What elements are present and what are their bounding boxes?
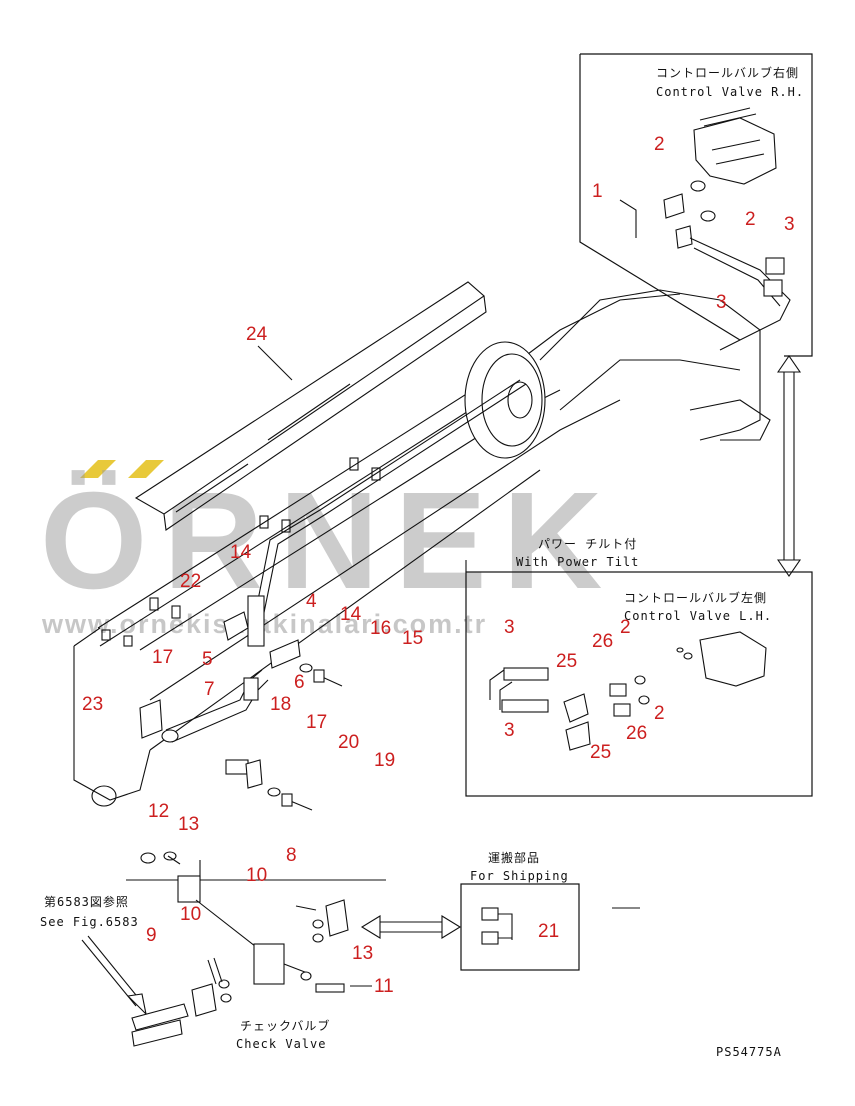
callout-number: 10 <box>246 865 267 886</box>
callout-number: 9 <box>146 925 157 946</box>
main-frame <box>97 293 681 629</box>
watermark: ÖRNEK www.ornekismakinalari.com.tr <box>40 460 618 639</box>
callout-number: 3 <box>784 214 795 235</box>
inset-rh-title-en: Control Valve R.H. <box>656 85 804 99</box>
callout-number: 26 <box>626 723 647 744</box>
callout-number: 22 <box>180 571 201 592</box>
drawing-number: PS54775A <box>716 1045 782 1059</box>
inset-control-valve-lh: パワー チルト付 With Power Tilt コントロールバルブ左側 Con… <box>465 537 813 797</box>
callout-number: 8 <box>286 845 297 866</box>
callout-number: 1 <box>592 181 603 202</box>
callout-number: 12 <box>148 801 169 822</box>
callout-number: 3 <box>504 720 515 741</box>
callout-number: 4 <box>306 591 317 612</box>
callout-number: 25 <box>556 651 577 672</box>
inset-lh-header-jp: パワー チルト付 <box>538 537 637 551</box>
callout-number: 10 <box>180 904 201 925</box>
callout-number: 14 <box>340 604 362 625</box>
callout-number: 21 <box>538 921 559 942</box>
callout-number: 3 <box>504 617 515 638</box>
watermark-brand: ÖRNEK <box>40 464 618 618</box>
callout-number: 16 <box>370 618 391 639</box>
watermark-accent-dot-left <box>80 460 116 478</box>
callout-number: 19 <box>374 750 395 771</box>
inset-rh-title-jp: コントロールバルブ右側 <box>656 65 799 80</box>
callout-number: 26 <box>592 631 613 652</box>
watermark-accent-dot-right <box>128 460 164 478</box>
callout-number: 2 <box>654 134 665 155</box>
callout-number: 2 <box>745 209 756 230</box>
main-assembly-drawing <box>73 281 771 1047</box>
callout-number: 23 <box>82 694 103 715</box>
callout-number: 2 <box>654 703 665 724</box>
callout-number: 6 <box>294 672 305 693</box>
inset-lh-border <box>465 571 813 797</box>
see-fig-caption-en: See Fig.6583 <box>40 915 139 929</box>
callout-number: 18 <box>270 694 291 715</box>
callout-number: 15 <box>402 628 423 649</box>
callout-number: 17 <box>152 647 173 668</box>
callout-number: 5 <box>202 649 213 670</box>
callout-number: 3 <box>716 292 727 313</box>
callout-number: 25 <box>590 742 611 763</box>
callout-number: 17 <box>306 712 327 733</box>
check-valve-caption-en: Check Valve <box>236 1037 326 1051</box>
callout-number: 7 <box>204 679 215 700</box>
check-valve <box>253 943 285 985</box>
inset-control-valve-rh: コントロールバルブ右側 Control Valve R.H. <box>579 53 813 357</box>
double-arrow-horizontal <box>360 915 462 939</box>
callout-number: 11 <box>374 976 394 997</box>
inset-shipping-border <box>460 883 580 971</box>
callout-labels: 1 2 2 3 3 24 14 22 4 14 16 15 5 17 7 6 1… <box>82 134 795 997</box>
inset-for-shipping: 運搬部品 For Shipping <box>460 850 580 971</box>
callout-number: 13 <box>178 814 199 835</box>
see-fig-caption-jp: 第6583図参照 <box>44 894 129 909</box>
trunnion-flange <box>464 341 546 459</box>
callout-number: 13 <box>352 943 373 964</box>
callout-number: 2 <box>620 617 631 638</box>
double-arrow-vertical <box>776 355 802 577</box>
check-valve-caption-jp: チェックバルブ <box>240 1018 330 1033</box>
inset-shipping-title-en: For Shipping <box>470 869 569 883</box>
callout-number: 24 <box>246 324 268 345</box>
inset-lh-title-en: Control Valve L.H. <box>624 609 772 623</box>
callout-number: 20 <box>338 732 359 753</box>
callout-number: 14 <box>230 542 252 563</box>
inset-lh-title-jp: コントロールバルブ左側 <box>624 590 767 605</box>
inset-shipping-title-jp: 運搬部品 <box>488 850 540 865</box>
inset-lh-header-en: With Power Tilt <box>516 555 639 569</box>
inset-rh-border <box>579 53 813 357</box>
